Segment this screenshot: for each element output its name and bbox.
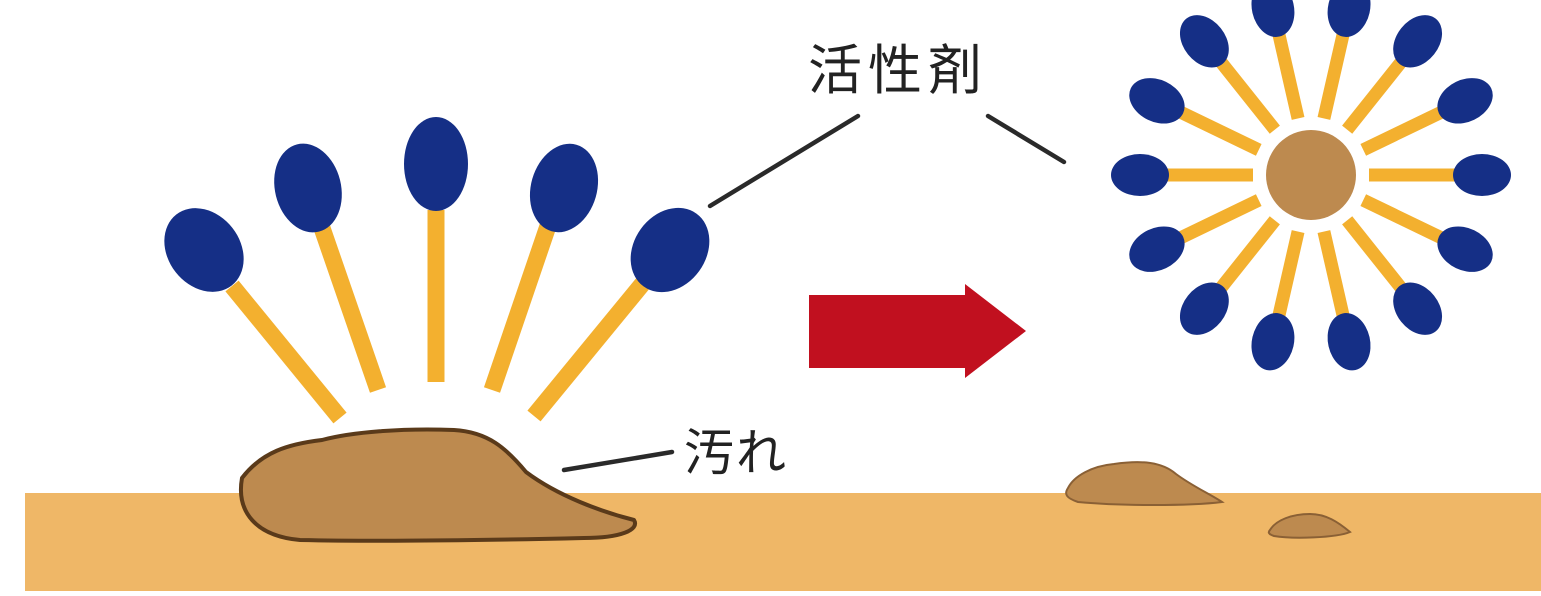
right-arrow-icon xyxy=(809,284,1026,378)
micelle xyxy=(1111,0,1511,371)
micelle-head xyxy=(1393,15,1443,68)
micelle-tail xyxy=(1173,194,1262,246)
micelle-tail xyxy=(1271,27,1305,120)
surfactant-tail xyxy=(225,280,347,424)
surfactant-label: 活性剤 xyxy=(808,39,988,102)
micelle-head xyxy=(1251,313,1295,371)
surfactant-head xyxy=(630,207,710,293)
micelle-head xyxy=(1437,78,1493,124)
dirt-lump xyxy=(239,427,637,543)
surfactant-head xyxy=(404,117,468,211)
surfactant-leader-line xyxy=(707,113,861,209)
micelle-head xyxy=(1179,282,1229,335)
micelle-tail xyxy=(1317,230,1351,323)
surfactant-head xyxy=(529,143,599,233)
micelle-tail xyxy=(1212,53,1280,134)
dirt-label: 汚れ xyxy=(684,424,788,482)
surfactant-tails xyxy=(225,210,651,424)
surfactant-heads xyxy=(164,117,710,293)
micelle-tail xyxy=(1212,216,1280,297)
dirt-fragment xyxy=(1267,512,1352,539)
dirt-leader-line xyxy=(561,449,675,473)
micelle-dirt-core xyxy=(1266,130,1356,220)
micelle-tail xyxy=(1173,104,1262,156)
micelle-head xyxy=(1327,313,1371,371)
micelle-head xyxy=(1453,154,1511,196)
micelle-head xyxy=(1393,282,1443,335)
after-state-dirt xyxy=(1065,461,1352,539)
surfactant-head xyxy=(274,143,342,233)
micelle-head xyxy=(1111,154,1169,196)
surfactant-tail xyxy=(527,276,651,422)
micelle-head xyxy=(1179,15,1229,68)
micelle-head xyxy=(1327,0,1371,37)
micelle-head xyxy=(1129,78,1185,124)
micelle-head xyxy=(1437,226,1493,272)
micelle-tail xyxy=(1342,216,1410,297)
micelle-head xyxy=(1129,226,1185,272)
micelle-tail xyxy=(1271,230,1305,323)
dirt-fragment xyxy=(1065,461,1225,506)
surfactant-head xyxy=(164,208,244,292)
surfactant-leader-line xyxy=(985,113,1067,165)
leader-lines xyxy=(561,113,1067,473)
surfactant-tail xyxy=(313,225,387,393)
before-state xyxy=(164,117,710,543)
micelle-tail xyxy=(1360,104,1449,156)
surfactant-tail xyxy=(483,223,557,393)
micelle-tail xyxy=(1342,53,1410,134)
micelle-head xyxy=(1251,0,1295,37)
micelle-tail xyxy=(1360,194,1449,246)
micelle-tail xyxy=(1317,27,1351,120)
